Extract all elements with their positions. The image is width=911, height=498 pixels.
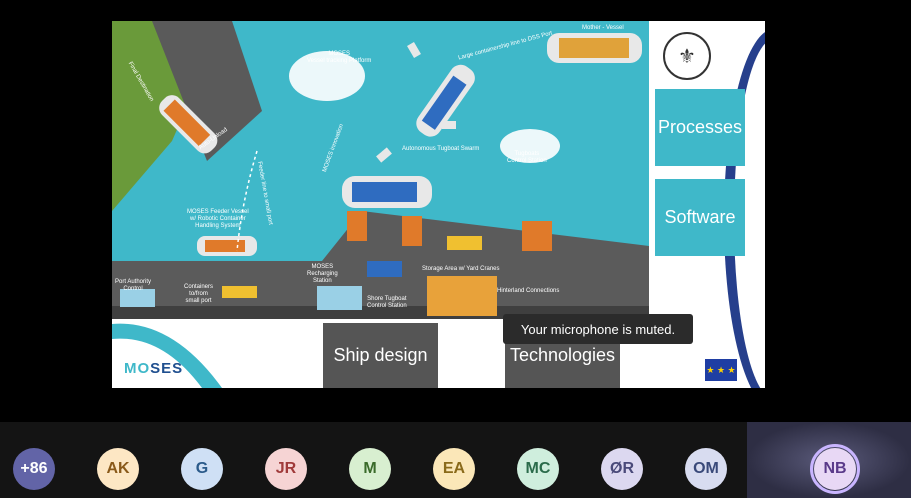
logo-swoosh (112, 323, 222, 388)
label-mother-vessel: Mother - Vessel (582, 25, 624, 31)
participant-avatar[interactable]: EA (433, 448, 475, 490)
participant-avatar[interactable]: OM (685, 448, 727, 490)
university-seal-icon: ⚜ (663, 32, 711, 80)
participant-avatar[interactable]: G (181, 448, 223, 490)
ship-design-box: Ship design (323, 323, 438, 388)
processes-box: Processes (655, 89, 745, 166)
participant-avatar[interactable]: ØR (601, 448, 643, 490)
logo-part-3: SES (150, 360, 184, 377)
self-view-tile[interactable]: NB (747, 422, 911, 498)
participant-avatar[interactable]: MC (517, 448, 559, 490)
logo-part-2: O (137, 360, 151, 377)
software-box: Software (655, 179, 745, 256)
participants-bar: +86 AK G JR M EA MC ØR OM NB (0, 422, 911, 498)
label-shore-tugboat: Shore Tugboat Control Station (367, 296, 407, 309)
mic-muted-tooltip: Your microphone is muted. (503, 314, 693, 344)
label-recharging-station: MOSES Recharging Station (307, 264, 338, 284)
participant-avatar[interactable]: AK (97, 448, 139, 490)
label-feeder-vessel: MOSES Feeder Vessel w/ Robotic Container… (187, 209, 249, 229)
moses-logo: MOSES (124, 360, 183, 377)
eu-flag-icon: ★ ★ ★ (705, 359, 737, 381)
participant-avatar[interactable]: M (349, 448, 391, 490)
label-hinterland: Hinterland Connections (497, 288, 560, 294)
presentation-slide: Final Destination Mother - Vessel Large … (112, 21, 765, 388)
label-storage-area: Storage Area w/ Yard Cranes (422, 266, 500, 272)
port-illustration: Final Destination Mother - Vessel Large … (112, 21, 649, 319)
participant-avatar[interactable]: JR (265, 448, 307, 490)
participant-avatar[interactable]: +86 (13, 448, 55, 490)
label-tugboats-control-station: Tugboats Control Station (507, 151, 547, 164)
label-containers-small-port: Containers to/from small port (184, 284, 214, 304)
label-port-authority: Port Authority Control (115, 279, 152, 292)
speaking-ring (810, 444, 860, 494)
label-vessel-tracking: MOSES Vessel tracking Platform (307, 51, 372, 64)
logo-part-1: M (124, 360, 138, 377)
self-avatar: NB (814, 448, 856, 490)
shared-screen: Final Destination Mother - Vessel Large … (112, 21, 765, 388)
label-autonomous-tugboat-swarm: Autonomous Tugboat Swarm (402, 146, 480, 152)
